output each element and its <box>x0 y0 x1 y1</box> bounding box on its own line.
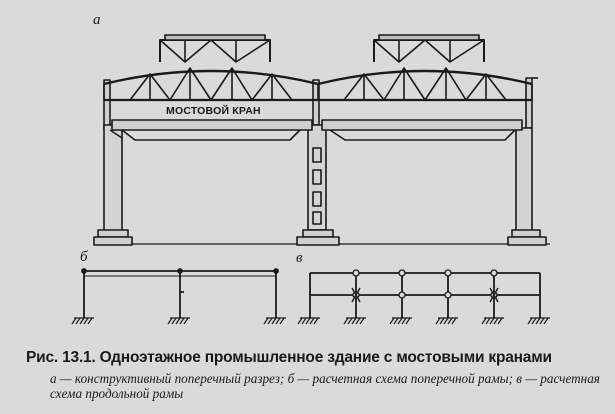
transverse-frame-scheme <box>71 268 286 325</box>
label-b: б <box>80 249 88 265</box>
building-diagram <box>71 34 550 325</box>
cross-section <box>93 34 550 246</box>
label-a: а <box>93 12 101 28</box>
caption-title: Рис. 13.1. Одноэтажное промышленное здан… <box>26 349 552 366</box>
caption-description: а — конструктивный поперечный разрез; б … <box>50 371 600 401</box>
longitudinal-frame-scheme <box>297 269 550 325</box>
left-column <box>93 79 133 246</box>
right-column <box>507 77 547 246</box>
crane-label: МОСТОВОЙ КРАН <box>166 105 261 117</box>
middle-column <box>296 79 340 246</box>
left-roof-truss <box>103 34 319 101</box>
crane-girders <box>111 119 523 141</box>
label-v: в <box>296 250 303 266</box>
right-roof-truss <box>317 34 533 101</box>
